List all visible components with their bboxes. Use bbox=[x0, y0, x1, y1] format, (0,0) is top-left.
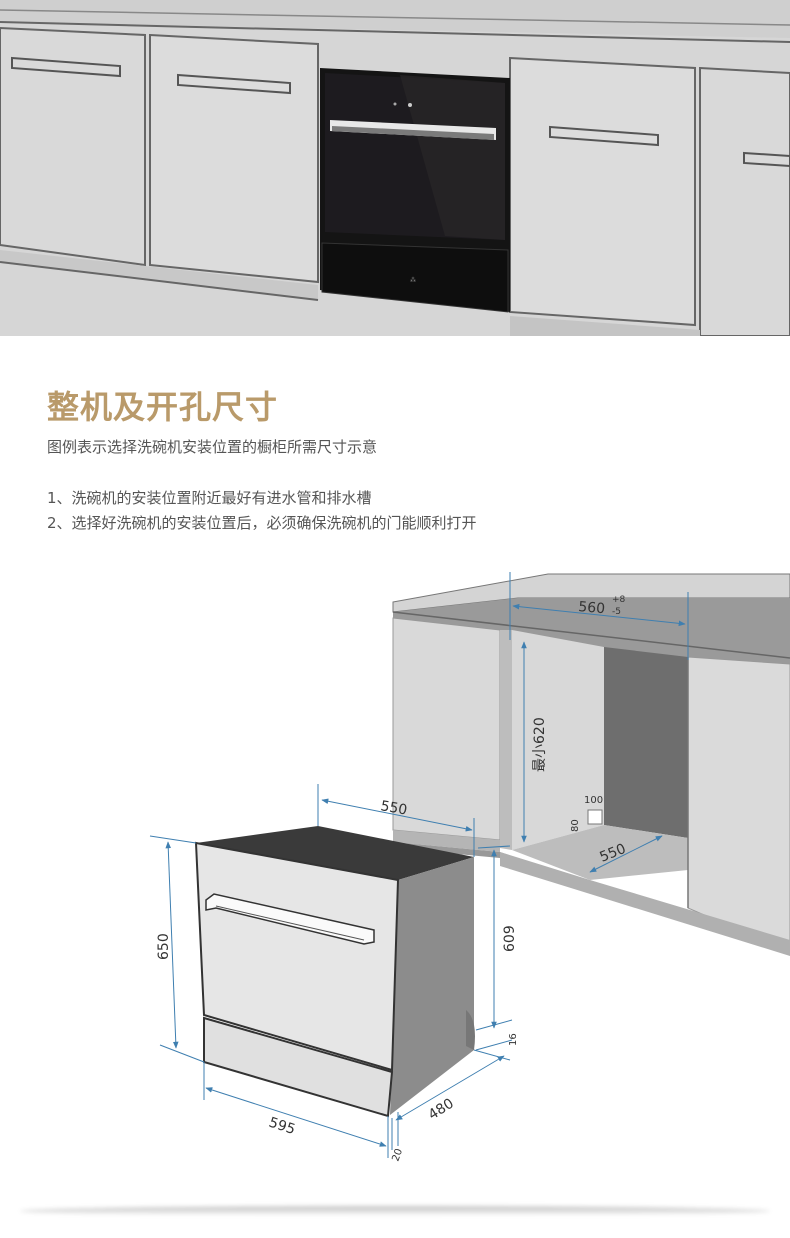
machine-height-label: 650 bbox=[156, 933, 172, 960]
section-subtitle: 图例表示选择洗碗机安装位置的橱柜所需尺寸示意 bbox=[47, 438, 378, 456]
machine-width-label: 595 bbox=[267, 1115, 297, 1138]
dishwasher-drawing bbox=[194, 826, 475, 1118]
machine-door-thickness-label: 20 bbox=[390, 1147, 405, 1163]
installation-notes: 1、洗碗机的安装位置附近最好有进水管和排水槽 2、选择好洗碗机的安装位置后，必须… bbox=[47, 486, 477, 536]
opening-width-plus: +8 bbox=[612, 595, 626, 605]
cabinet-drawing bbox=[392, 573, 790, 956]
note-item: 1、洗碗机的安装位置附近最好有进水管和排水槽 bbox=[47, 489, 372, 507]
opening-height-label: 最小620 bbox=[532, 717, 548, 772]
note-item: 2、选择好洗碗机的安装位置后，必须确保洗碗机的门能顺利打开 bbox=[47, 514, 477, 532]
svg-text:⁂: ⁂ bbox=[410, 277, 416, 284]
footer-divider bbox=[20, 1206, 770, 1216]
dimension-diagram: 560 +8 -5 最小620 550 100 80 550 650 bbox=[149, 572, 790, 1163]
machine-depth-label: 550 bbox=[379, 798, 408, 818]
hero-illustration: ⁂ bbox=[0, 0, 790, 336]
opening-width-label: 560 bbox=[578, 599, 606, 617]
machine-foot-label: 16 bbox=[508, 1033, 519, 1046]
opening-width-minus: -5 bbox=[612, 607, 621, 617]
cabinet-dimensions: 560 +8 -5 最小620 550 100 80 bbox=[509, 572, 689, 873]
hole-height-label: 80 bbox=[570, 819, 581, 832]
machine-body-height-label: 609 bbox=[502, 925, 518, 952]
hole-width-label: 100 bbox=[584, 795, 603, 806]
section-title: 整机及开孔尺寸 bbox=[47, 388, 279, 426]
